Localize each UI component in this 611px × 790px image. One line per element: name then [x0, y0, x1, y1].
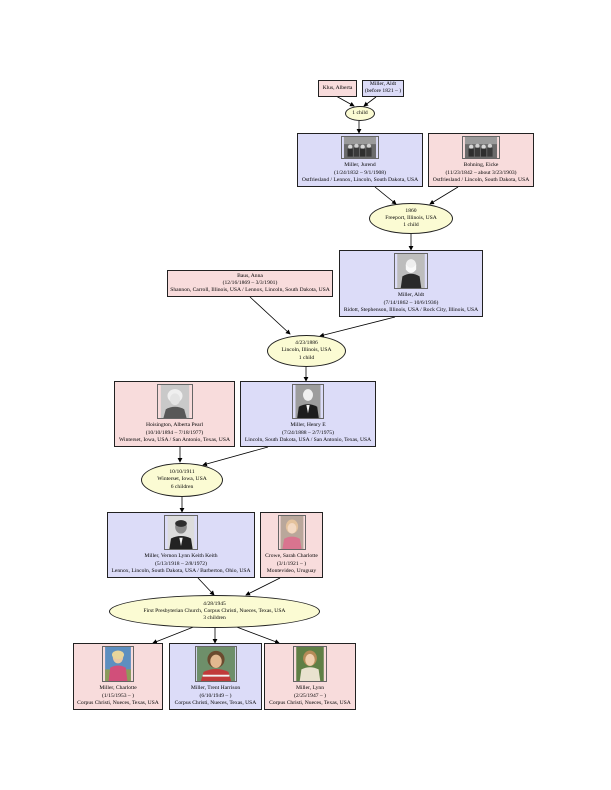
person-photo: [341, 136, 379, 160]
family-place: Freeport, Illinois, USA: [385, 214, 437, 221]
family-node-4[interactable]: 10/10/1911 Winterset, Iowa, USA 6 childr…: [141, 463, 223, 497]
family-node-3[interactable]: 4/23/1886 Lincoln, Illinois, USA 1 child: [267, 335, 346, 367]
person-places: Lincoln, South Dakota, USA / San Antonio…: [244, 436, 372, 443]
person-dates: (5/13/1918 – 2/8/1972): [155, 560, 207, 567]
person-dates: (6/10/1949 – ): [199, 692, 232, 699]
person-name: Bohning, Eicke: [463, 162, 499, 169]
person-dates: (10/10/1894 – 7/18/1977): [145, 429, 204, 436]
family-node-2[interactable]: 1860 Freeport, Illinois, USA 1 child: [369, 203, 453, 234]
edge-aldt-f3: [319, 316, 396, 338]
person-photo: [394, 253, 428, 290]
person-dates: (2/25/1947 – ): [293, 692, 326, 699]
person-dates: (12/16/1869 – 3/3/1901): [222, 279, 278, 286]
family-place: Winterset, Iowa, USA: [157, 476, 207, 483]
person-name: Miller, Aldt: [369, 80, 397, 87]
person-places: Ridott, Stephenson, Illinois, USA / Rock…: [343, 306, 479, 313]
person-places: Shannon, Carroll, Illinois, USA / Lennox…: [170, 287, 330, 294]
person-photo: [277, 515, 306, 551]
family-children-count: 1 child: [403, 222, 419, 229]
person-card-miller-henry[interactable]: Miller, Henry E (7/24/1888 – 2/7/1975) L…: [240, 381, 376, 447]
family-date: 4/23/1886: [295, 340, 318, 347]
family-date: 1860: [405, 207, 417, 214]
person-name: Miller, Aldt: [397, 292, 425, 299]
person-photo: [164, 515, 198, 551]
person-dates: (1/15/1953 – ): [101, 692, 134, 699]
person-card-crowe-sarah-charlotte[interactable]: Crowe, Sarah Charlotte (3/1/1921 – ) Mon…: [260, 512, 323, 578]
person-places: Ostfriesland / Lincoln, South Dakota, US…: [432, 176, 530, 183]
person-dates: (7/14/1862 – 10/6/1936): [383, 299, 439, 306]
family-children-count: 3 children: [203, 615, 226, 622]
family-node-5[interactable]: 4/28/1945 First Presbyterian Church, Cor…: [109, 595, 320, 628]
edge-eicke-f2: [429, 186, 459, 205]
edge-anna-f3: [249, 296, 291, 335]
person-card-klus-alberta[interactable]: Klus, Alberta: [318, 80, 357, 97]
person-dates: (3/1/1921 – ): [276, 560, 307, 567]
person-card-hoisington-alberta-pearl[interactable]: Hoisington, Alberta Pearl (10/10/1894 – …: [114, 381, 235, 447]
person-card-miller-aldt[interactable]: Miller, Aldt (7/14/1862 – 10/6/1936) Rid…: [339, 250, 483, 317]
person-card-miller-trent[interactable]: Miller, Trent Harrison (6/10/1949 – ) Co…: [169, 643, 262, 710]
person-photo: [292, 384, 324, 420]
person-photo: [156, 384, 193, 420]
person-name: Miller, Trent Harrison: [190, 685, 241, 692]
person-dates: (7/24/1888 – 2/7/1975): [282, 429, 334, 436]
person-photo: [194, 646, 237, 683]
family-place: Lincoln, Illinois, USA: [281, 347, 332, 354]
person-places: Winterset, Iowa, USA / San Antonio, Texa…: [119, 436, 230, 443]
person-card-baus-anna[interactable]: Baus, Anna (12/16/1869 – 3/3/1901) Shann…: [167, 270, 333, 297]
edge-vernon-f5: [197, 577, 215, 596]
family-children-count: 6 children: [170, 483, 194, 490]
person-name: Miller, Charlotte: [99, 685, 137, 692]
family-place: First Presbyterian Church, Corpus Christ…: [143, 607, 286, 614]
person-dates: (before 1821 – ): [364, 87, 402, 94]
edge-klus-f1: [335, 95, 355, 107]
person-name: Miller, Jurend: [344, 162, 376, 169]
person-places: Ostfriesland / Lennox, Lincoln, South Da…: [301, 176, 419, 183]
person-name: Miller, Lynn: [295, 685, 325, 692]
person-places: Corpus Christi, Nueces, Texas, USA: [269, 699, 351, 706]
person-places: Lennox, Lincoln, South Dakota, USA / Bar…: [111, 567, 251, 574]
person-photo: [462, 136, 500, 160]
person-card-miller-vernon[interactable]: Miller, Vernon Lynn Keith Keith (5/13/19…: [107, 512, 255, 578]
person-name: Hoisington, Alberta Pearl: [145, 422, 204, 429]
person-places: Corpus Christi, Nueces, Texas, USA: [174, 699, 257, 706]
person-name: Baus, Anna: [237, 272, 263, 279]
person-dates: (1/24/1832 – 9/1/1908): [334, 169, 386, 176]
edge-aldtsr-f1: [363, 96, 377, 107]
edge-sarah-f5: [245, 577, 281, 596]
family-date: 4/28/1945: [203, 600, 226, 607]
person-name: Miller, Henry E: [290, 422, 326, 429]
edge-f5-charlotte: [152, 625, 197, 644]
person-card-miller-jurend[interactable]: Miller, Jurend (1/24/1832 – 9/1/1908) Os…: [297, 133, 423, 187]
family-date: 10/10/1911: [169, 469, 195, 476]
person-card-miller-charlotte[interactable]: Miller, Charlotte (1/15/1953 – ) Corpus …: [73, 643, 163, 710]
person-card-miller-aldt-sr[interactable]: Miller, Aldt (before 1821 – ): [362, 80, 404, 97]
person-dates: (11/23/1842 – about 3/23/1903): [445, 169, 517, 176]
person-photo: [102, 646, 134, 683]
person-photo: [293, 646, 327, 683]
family-children-count: 1 child: [298, 354, 315, 361]
edge-f5-lynn: [233, 625, 280, 644]
edge-henry-f4: [202, 446, 269, 467]
person-card-miller-lynn[interactable]: Miller, Lynn (2/25/1947 – ) Corpus Chris…: [264, 643, 356, 710]
family-node-1[interactable]: 1 child: [345, 106, 375, 121]
person-name: Crowe, Sarah Charlotte: [265, 553, 318, 560]
person-card-bohning-eicke[interactable]: Bohning, Eicke (11/23/1842 – about 3/23/…: [428, 133, 534, 187]
person-places: Montevideo, Uruguay: [266, 567, 317, 574]
person-name: Klus, Alberta: [322, 84, 353, 91]
person-places: Corpus Christi, Nueces, Texas, USA: [77, 699, 159, 706]
edge-jurend-f2: [374, 186, 397, 205]
person-name: Miller, Vernon Lynn Keith Keith: [144, 553, 218, 560]
family-children-count: 1 child: [352, 109, 368, 116]
